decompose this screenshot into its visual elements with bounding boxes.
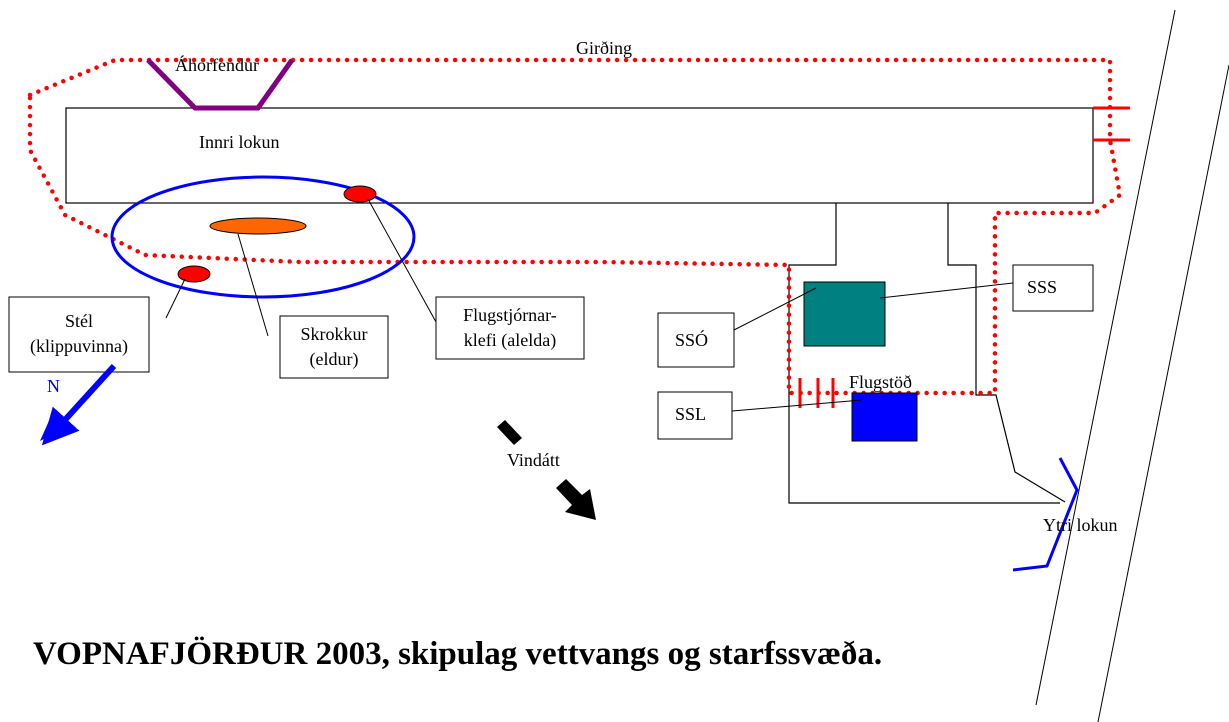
- leader-cockpit: [367, 198, 437, 323]
- command-post: [803, 281, 886, 347]
- cockpit-box-line1: Flugstjórnar-: [463, 305, 557, 325]
- page-title: VOPNAFJÖRÐUR 2003, skipulag vettvangs og…: [33, 636, 883, 672]
- airport-building-label: Flugstöð: [849, 372, 912, 392]
- ssl-label: SSL: [675, 404, 706, 424]
- north-arrow: [41, 363, 117, 446]
- leader-tail: [165, 278, 186, 319]
- fuselage-box-line1: Skrokkur: [301, 324, 368, 344]
- fuselage-box-line2: (eldur): [310, 349, 359, 370]
- inner-cordon-label: Innri lokun: [199, 132, 280, 152]
- airport-building: [851, 392, 918, 442]
- fuselage-box: [279, 315, 389, 379]
- fence-label: Girðing: [576, 38, 632, 58]
- apron-outline: [947, 203, 1066, 503]
- outer-cordon-line: [1012, 457, 1079, 572]
- sso-label: SSÓ: [675, 329, 708, 350]
- leader-fuselage: [237, 233, 269, 337]
- spectators-zone: [146, 58, 295, 111]
- sss-box: [1012, 264, 1094, 312]
- road-edge-left: [1035, 9, 1176, 706]
- tail-box-line1: Stél: [65, 311, 93, 331]
- outer-cordon-label: Ytri lokun: [1043, 515, 1118, 535]
- sss-label: SSS: [1027, 277, 1057, 297]
- tail-box: [8, 296, 150, 373]
- tail-wreck: [177, 265, 211, 283]
- leader-sss: [879, 282, 1014, 299]
- fuselage-wreck: [209, 217, 307, 235]
- wind-arrow-large: [556, 479, 596, 520]
- cockpit-box-line2: klefi (alelda): [464, 330, 556, 351]
- north-arrow-head: [40, 414, 67, 441]
- leader-ssl: [731, 399, 863, 412]
- road-edge-right: [1097, 64, 1229, 722]
- cockpit-wreck: [343, 185, 377, 203]
- wind-label: Vindátt: [507, 450, 560, 470]
- wind-arrow-small: [497, 420, 522, 445]
- north-label: N: [47, 376, 60, 396]
- spectators-label: Áhorfendur: [175, 54, 259, 75]
- cockpit-box: [435, 296, 585, 360]
- ssl-box: [657, 391, 733, 440]
- inner-cordon-ellipse: [110, 175, 416, 299]
- runway: [65, 107, 1094, 204]
- tail-box-line2: (klippuvinna): [30, 336, 128, 357]
- leader-sso: [733, 287, 817, 331]
- taxiway-outline: [788, 203, 1060, 504]
- sso-box: [657, 312, 735, 368]
